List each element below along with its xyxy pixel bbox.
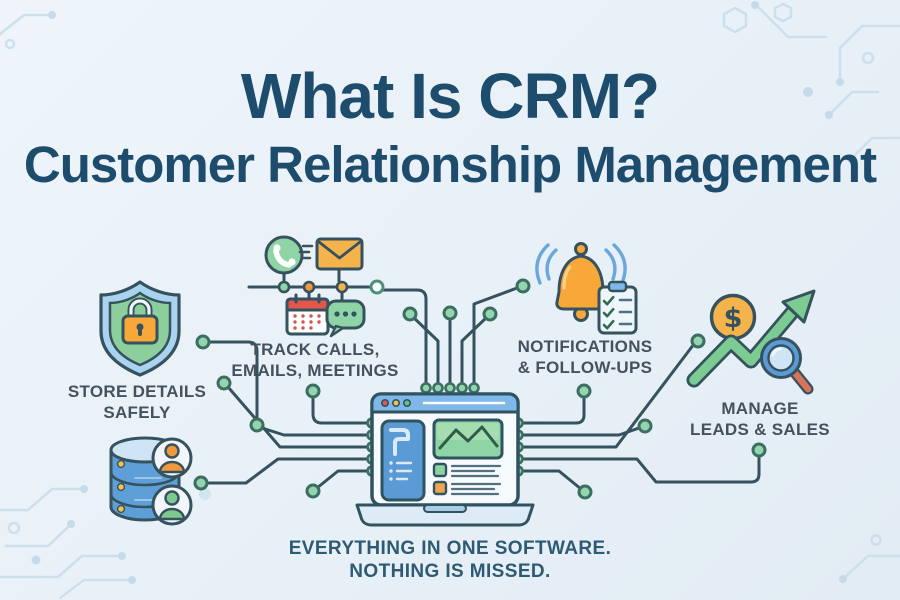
circuit-traces <box>201 286 761 491</box>
phone-icon <box>264 235 304 275</box>
growth-arrow-icon <box>686 289 816 388</box>
laptop-crm-software-icon <box>355 392 535 527</box>
crm-chart-panel <box>432 418 504 460</box>
browser-dot-red <box>380 398 389 407</box>
footer-tagline: EVERYTHING IN ONE SOFTWARE. NOTHING IS M… <box>250 537 650 583</box>
feature-label-line: NOTIFICATIONS <box>517 337 653 356</box>
footer-line: EVERYTHING IN ONE SOFTWARE. <box>288 538 612 559</box>
circuit-decoration-top-right <box>722 1 900 163</box>
circuit-decoration-bottom-left <box>0 485 211 600</box>
leads-sales-cluster: $ <box>686 289 816 395</box>
bell-icon <box>535 242 627 322</box>
feature-label-line: STORE DETAILS <box>67 382 207 401</box>
page-subtitle: Customer Relationship Management <box>23 136 877 193</box>
database-contacts-icon <box>109 436 193 526</box>
circuit-decoration-top-left <box>0 11 56 50</box>
footer-line: NOTHING IS MISSED. <box>349 561 551 582</box>
feature-label-store-details: STORE DETAILS SAFELY <box>27 381 247 423</box>
page-title: What Is CRM? <box>240 60 660 132</box>
feature-label-notifications: NOTIFICATIONS & FOLLOW-UPS <box>475 336 695 378</box>
circuit-decoration-bottom-right <box>839 534 900 583</box>
chat-icon <box>325 299 366 338</box>
feature-label-line: & FOLLOW-UPS <box>517 358 653 377</box>
feature-label-line: MANAGE <box>721 399 799 418</box>
shield-lock-icon <box>99 280 181 377</box>
checklist-icon <box>597 280 638 335</box>
calendar-icon <box>285 293 330 336</box>
feature-label-manage-leads: MANAGE LEADS & SALES <box>650 398 870 440</box>
browser-dot-yellow <box>391 398 400 407</box>
communication-timeline <box>247 235 385 338</box>
feature-label-line: EMAILS, MEETINGS <box>231 361 399 380</box>
feature-label-line: LEADS & SALES <box>690 420 830 439</box>
feature-label-line: TRACK CALLS, <box>250 340 380 359</box>
dollar-glyph: $ <box>724 303 743 334</box>
crm-sidebar-panel <box>380 419 426 502</box>
browser-dot-green <box>402 398 411 407</box>
laptop-base <box>355 503 535 527</box>
crm-list-rows <box>432 462 502 496</box>
magnifier-icon <box>760 337 814 395</box>
contact-avatar-green <box>151 484 193 526</box>
feature-label-track-communications: TRACK CALLS, EMAILS, MEETINGS <box>205 339 425 381</box>
feature-label-line: SAFELY <box>103 403 171 422</box>
header: What Is CRM? Customer Relationship Manag… <box>0 64 900 194</box>
dollar-coin-icon: $ <box>709 293 757 341</box>
laptop-notch <box>423 504 467 513</box>
notification-cluster <box>535 242 638 335</box>
contact-avatar-orange <box>151 437 193 479</box>
email-icon <box>298 237 364 271</box>
